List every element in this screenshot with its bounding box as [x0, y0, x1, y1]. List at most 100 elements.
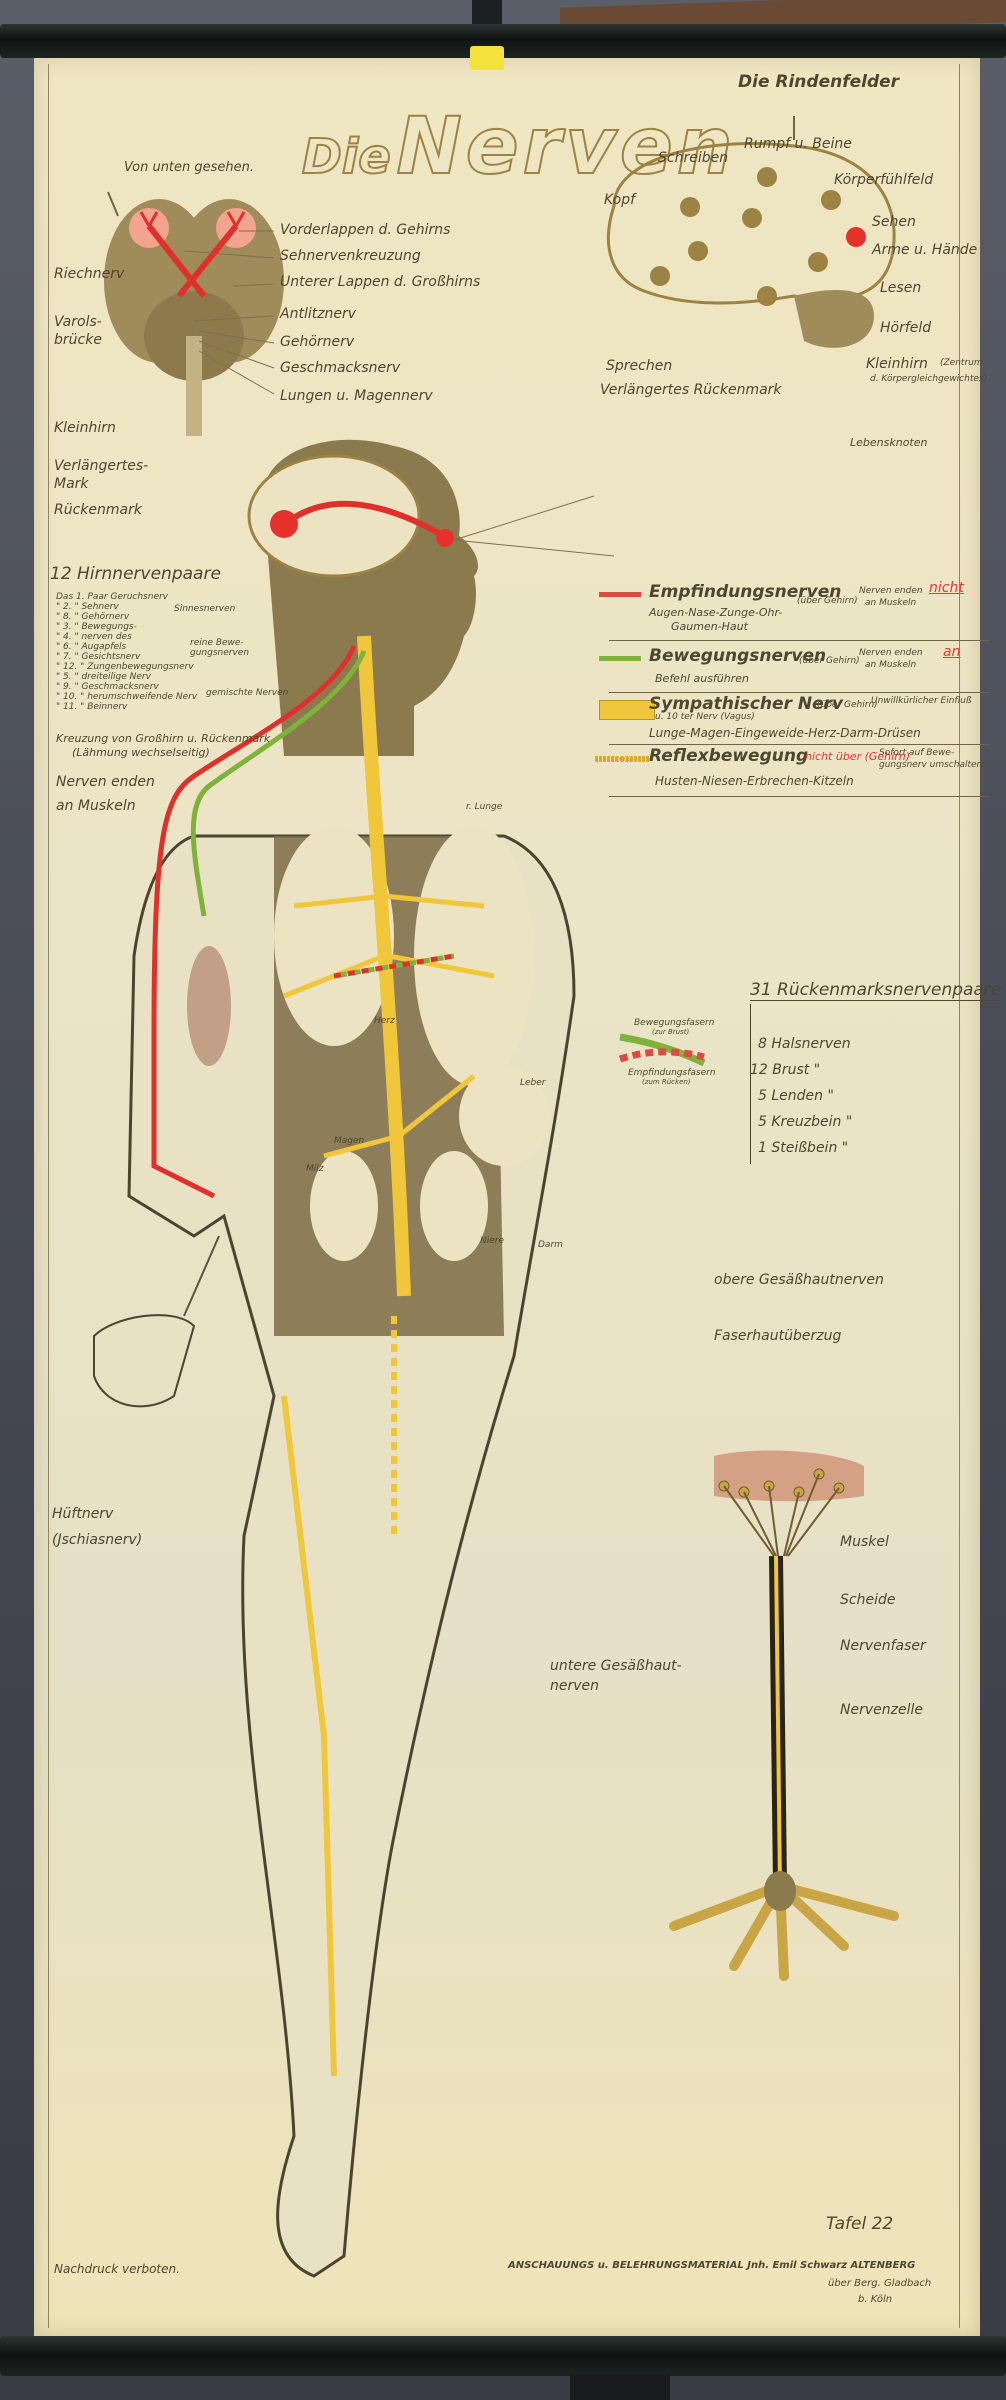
label-gehoernerv: Gehörnerv [280, 334, 355, 350]
label-hueftnerv: Hüftnerv [52, 1506, 114, 1522]
legend-note: Sofort auf Bewe- [879, 748, 955, 758]
organ-herz: Herz [374, 1016, 395, 1026]
cranial-row: " 12. " Zungenbewegungsnerv [56, 662, 194, 672]
label-muskel: Muskel [840, 1534, 889, 1550]
publisher: ANSCHAUUNGS u. BELEHRUNGSMATERIAL Jnh. E… [508, 2260, 916, 2271]
cranial-row: Das 1. Paar Geruchsnerv [56, 592, 169, 602]
cranial-row: " 10. " herumschweifende Nerv [56, 692, 198, 702]
plate-number: Tafel 22 [826, 2214, 894, 2234]
legend-name: Bewegungsnerven [649, 646, 827, 666]
label-lungen-magennerv: Lungen u. Magennerv [280, 388, 433, 404]
legend-via: (über Gehirn) [799, 656, 860, 666]
border-line-left [48, 64, 49, 2328]
label-ischiasnerv: (Jschiasnerv) [52, 1532, 143, 1548]
legend-note2: an Muskeln [865, 598, 917, 608]
label-empfindungsfasern-sub: (zum Rücken) [642, 1078, 691, 1086]
label-koerperfuehlfeld: Körperfühlfeld [834, 172, 934, 188]
cranial-row: " 3. " Bewegungs- [56, 622, 137, 632]
legend-via: (über Gehirn) [817, 700, 878, 710]
cranial-row: " 11. " Beinnerv [56, 702, 128, 712]
label-mark: Mark [54, 476, 89, 492]
label-antlitznerv: Antlitznerv [280, 306, 357, 322]
label-nervenzelle: Nervenzelle [840, 1702, 923, 1718]
sympathetic-nerve-swatch [599, 700, 655, 720]
label-bruecke: brücke [54, 332, 102, 348]
legend-flag: an [943, 644, 961, 660]
legend-sub2: Lunge-Magen-Eingeweide-Herz-Darm-Drüsen [649, 726, 921, 740]
cranial-row: " 2. " Sehnerv [56, 602, 119, 612]
title-prefix: Die [301, 128, 392, 186]
label-verlaengertes: Verlängertes- [54, 458, 149, 474]
legend-note: Unwillkürlicher Einfluß [871, 696, 972, 706]
cranial-row: " 6. " Augapfels [56, 642, 127, 652]
cranial-title: 12 Hirnnervenpaare [50, 564, 221, 584]
cranial-group-bewegung-2: gungsnerven [190, 648, 250, 658]
organ-darm: Darm [538, 1240, 563, 1250]
cortex-map-illustration [607, 116, 896, 348]
legend-flag: nicht [929, 580, 964, 596]
legend-via: nicht über (Gehirn) [805, 750, 910, 763]
legend-row-motor: Bewegungsnerven Befehl ausführen (über G… [599, 640, 989, 693]
label-bewegungsfasern: Bewegungsfasern [634, 1018, 715, 1028]
label-bewegungsfasern-sub: (zur Brust) [652, 1028, 690, 1036]
publisher-address-1: über Berg. Gladbach [828, 2278, 932, 2289]
human-figure-illustration [93, 439, 615, 2278]
cranial-row: " 9. " Geschmacksnerv [56, 682, 159, 692]
sensory-nerve-swatch [599, 592, 641, 597]
label-empfindungsfasern: Empfindungsfasern [628, 1068, 716, 1078]
cortex-title: Die Rindenfelder [738, 72, 900, 92]
legend-note2: gungsnerv umschalten [879, 760, 983, 770]
label-sehen: Sehen [872, 214, 916, 230]
legend-name: Empfindungsnerven [649, 582, 842, 602]
label-faserhautueberzug: Faserhautüberzug [714, 1328, 842, 1344]
spinal-row: 5 Kreuzbein " [758, 1114, 853, 1130]
label-schreiben: Schreiben [658, 150, 729, 166]
cranial-row: " 4. " nerven des [56, 632, 132, 642]
yellow-clip [470, 46, 504, 70]
legend-note2: an Muskeln [865, 660, 917, 670]
label-kreuzung-1: Kreuzung von Großhirn u. Rückenmark [56, 732, 271, 745]
legend-sub: Augen-Nase-Zunge-Ohr- [649, 606, 783, 619]
legend-row-sensory: Empfindungsnerven Augen-Nase-Zunge-Ohr- … [599, 580, 989, 641]
cranial-group-sinnesnerven: Sinnesnerven [174, 604, 236, 614]
label-arme-haende: Arme u. Hände [872, 242, 978, 258]
label-vorderlappen: Vorderlappen d. Gehirns [280, 222, 451, 238]
label-hoerfeld: Hörfeld [880, 320, 932, 336]
bottom-rod [0, 2336, 1006, 2376]
label-kleinhirn: Kleinhirn [866, 356, 928, 372]
spinal-divider [750, 1004, 751, 1164]
brain-bottom-leader-lines [183, 230, 275, 395]
label-sehnervenkreuzung: Sehnervenkreuzung [280, 248, 421, 264]
cranial-row: " 5. " dreiteilige Nerv [56, 672, 151, 682]
legend-name: Sympathischer Nerv [649, 694, 844, 714]
label-lesen: Lesen [880, 280, 922, 296]
label-lebensknoten: Lebensknoten [850, 436, 928, 449]
legend-sub: Husten-Niesen-Erbrechen-Kitzeln [655, 774, 854, 788]
label-geschmacksnerv: Geschmacksnerv [280, 360, 401, 376]
label-kleinhirn-note2: d. Körpergleichgewichtes) [870, 374, 988, 384]
reprint-notice: Nachdruck verboten. [54, 2262, 180, 2276]
organ-milz: Milz [306, 1164, 324, 1174]
label-kleinhirn-bottom: Kleinhirn [54, 420, 116, 436]
organ-magen: Magen [334, 1136, 365, 1146]
legend-sub2: Gaumen-Haut [671, 620, 748, 633]
label-kleinhirn-note1: (Zentrum [940, 358, 983, 368]
organ-leber: Leber [520, 1078, 546, 1088]
spinal-row: 5 Lenden " [758, 1088, 834, 1104]
label-rueckenmark: Rückenmark [54, 502, 142, 518]
cranial-row: " 7. " Gesichtsnerv [56, 652, 141, 662]
label-verlaengertes-rueckenmark: Verlängertes Rückenmark [600, 382, 782, 398]
legend-row-reflex: Reflexbewegung Husten-Niesen-Erbrechen-K… [595, 744, 989, 797]
legend-name: Reflexbewegung [649, 746, 809, 766]
label-nervenfaser: Nervenfaser [840, 1638, 926, 1654]
legend-sub: Befehl ausführen [655, 672, 749, 685]
legend-note: Nerven enden [859, 586, 923, 596]
brain-bottom-illustration [104, 191, 284, 436]
border-line-right [959, 64, 960, 2328]
title-main: Nerven [395, 101, 737, 193]
spinal-row: 12 Brust " [750, 1062, 821, 1078]
label-kopf: Kopf [604, 192, 636, 208]
label-scheide: Scheide [840, 1592, 896, 1608]
cranial-row: " 8. " Gehörnerv [56, 612, 130, 622]
motor-nerve-swatch [599, 656, 641, 661]
